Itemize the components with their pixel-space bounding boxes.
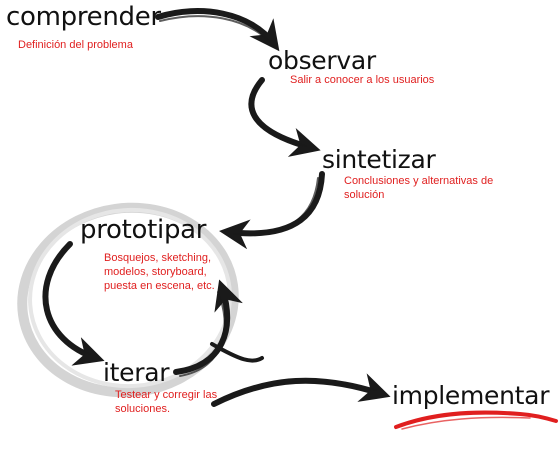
step-desc-sintetizar: Conclusiones y alternativas de solución (344, 175, 494, 201)
arrow-iterar-prototipar (173, 279, 243, 377)
step-desc-iterar: Testear y corregir las soluciones. (115, 389, 218, 415)
step-title-observar: observar (268, 46, 376, 75)
arrow-comprender-observar (155, 8, 280, 52)
step-desc-prototipar: Bosquejos, sketching, modelos, storyboar… (104, 252, 215, 292)
step-title-prototipar: prototipar (80, 215, 207, 245)
step-title-iterar: iterar (103, 358, 170, 387)
arrow-sintetizar-prototipar (219, 171, 325, 250)
arrow-iterar-implementar (210, 342, 391, 407)
arrow-observar-sintetizar (248, 77, 321, 157)
step-desc-comprender: Definición del problema (18, 39, 133, 51)
step-desc-observar: Salir a conocer a los usuarios (290, 74, 435, 86)
step-title-comprender: comprender (6, 2, 161, 32)
step-title-implementar: implementar (392, 381, 550, 410)
step-title-sintetizar: sintetizar (322, 145, 436, 174)
implementar-underline (394, 410, 558, 429)
arrow-prototipar-iterar (42, 241, 105, 366)
